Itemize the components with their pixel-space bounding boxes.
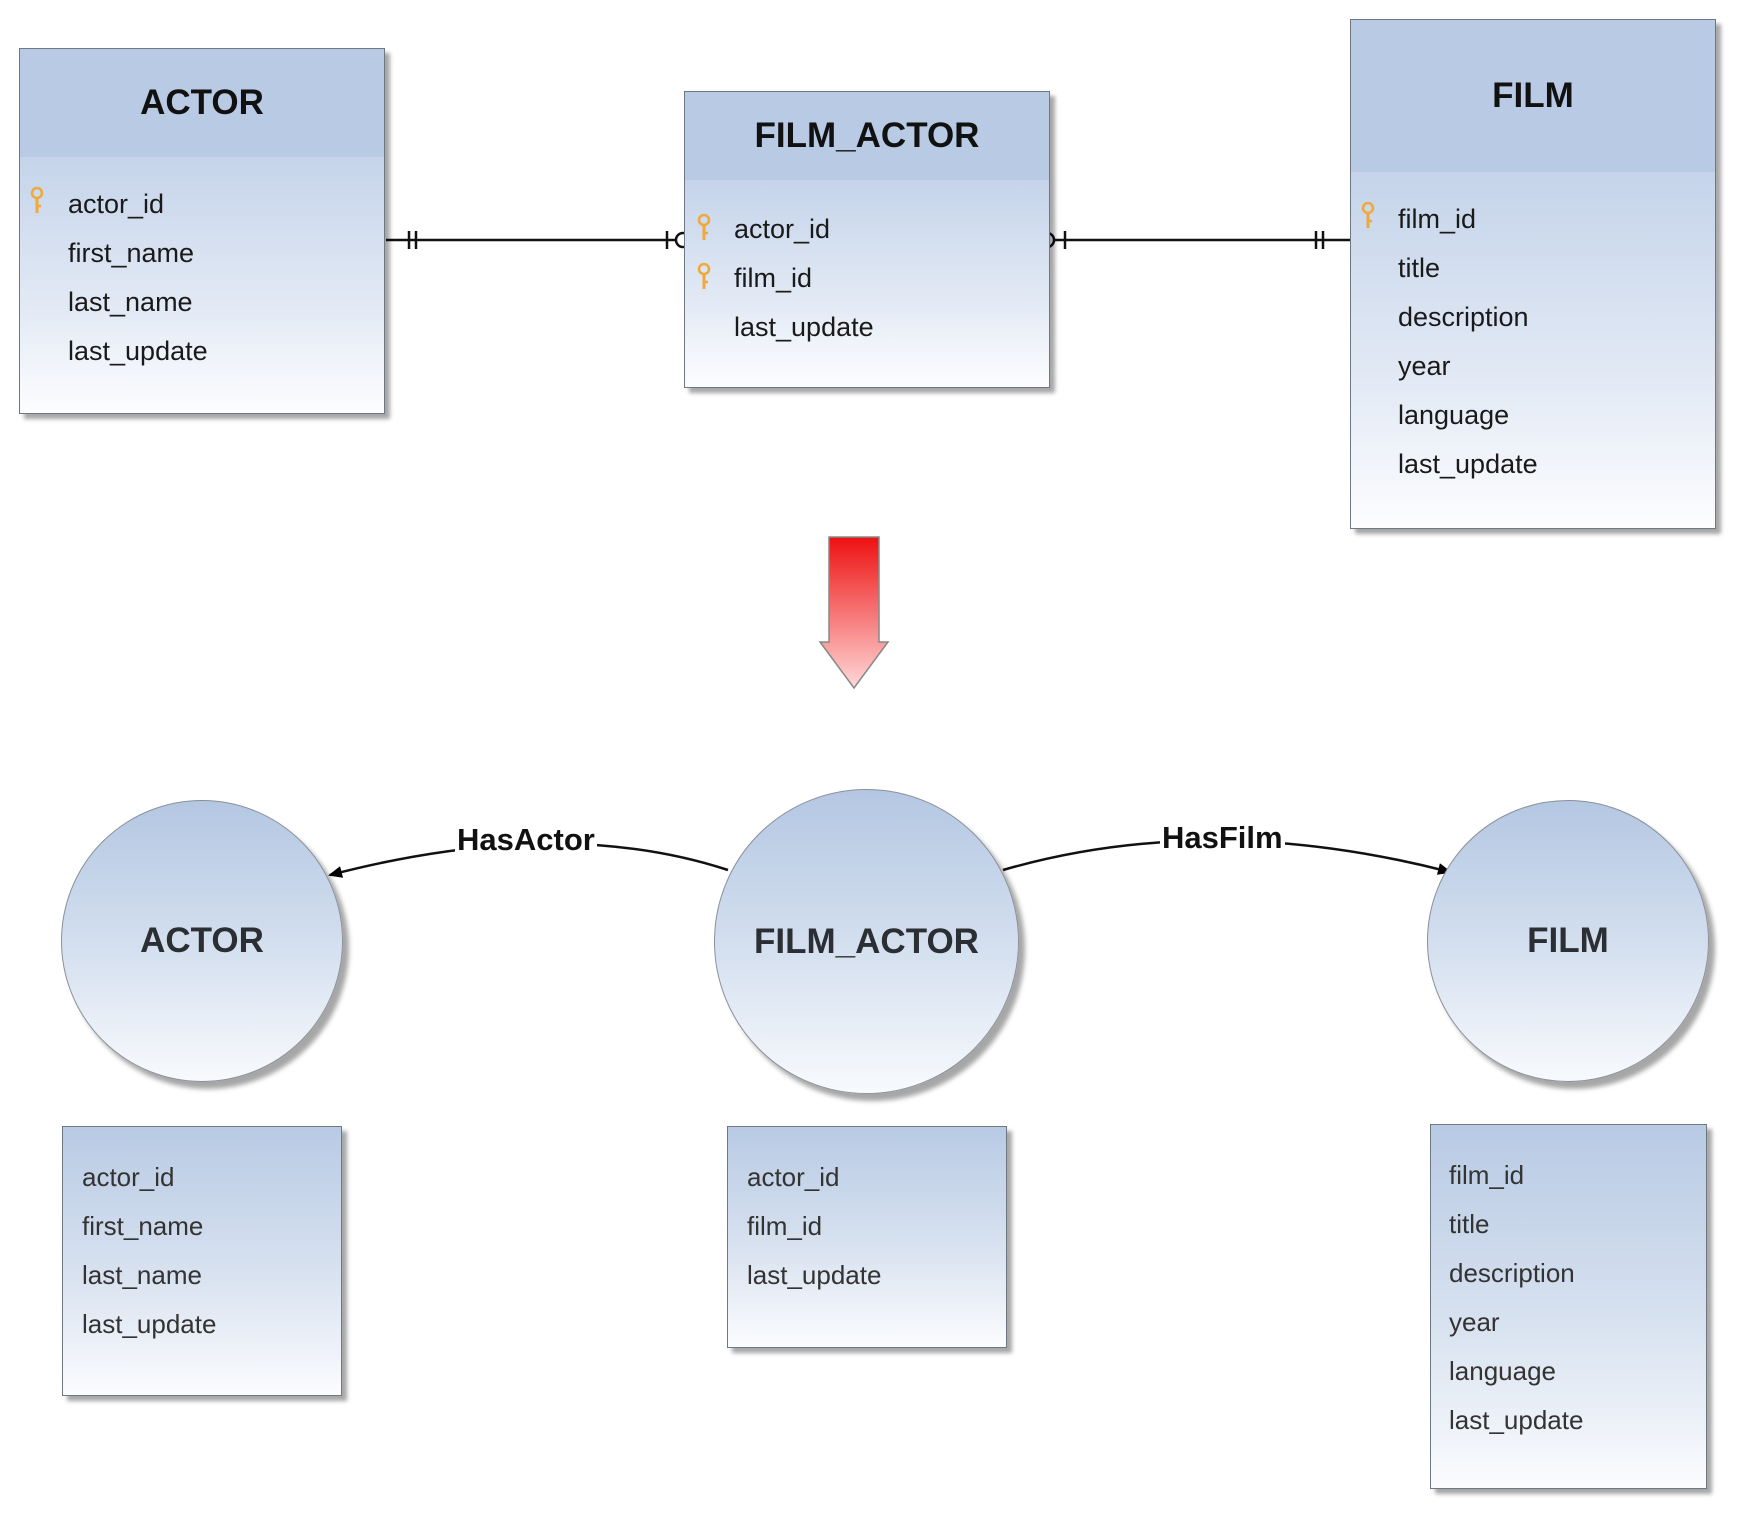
edge-label-has-actor: HasActor bbox=[455, 822, 597, 858]
field-actor-id: actor_id bbox=[68, 189, 165, 219]
table-actor: ACTOR actor_id first_name last_name last… bbox=[19, 48, 385, 414]
key-icon bbox=[697, 263, 711, 289]
edge-label-has-film: HasFilm bbox=[1160, 820, 1285, 856]
property-language: language bbox=[1449, 1356, 1556, 1386]
field-film-id: film_id bbox=[1398, 204, 1477, 234]
table-film-title: FILM bbox=[1351, 20, 1715, 173]
node-actor-label: ACTOR bbox=[140, 921, 264, 960]
relationship-film-actor-film bbox=[1038, 231, 1350, 249]
field-first-name: first_name bbox=[68, 238, 195, 268]
property-actor-id: actor_id bbox=[82, 1162, 175, 1192]
node-film-label: FILM bbox=[1527, 921, 1609, 960]
field-last-name: last_name bbox=[68, 287, 193, 317]
key-icon bbox=[1361, 202, 1375, 228]
property-last-update: last_update bbox=[1449, 1405, 1584, 1435]
field-description: description bbox=[1398, 302, 1529, 332]
properties-film: film_id title description year language … bbox=[1430, 1124, 1707, 1489]
table-film-actor-title: FILM_ACTOR bbox=[685, 92, 1049, 181]
relationship-actor-film-actor bbox=[386, 231, 692, 249]
node-film: FILM bbox=[1427, 800, 1709, 1082]
node-actor: ACTOR bbox=[61, 800, 343, 1082]
property-description: description bbox=[1449, 1258, 1575, 1288]
field-last-update: last_update bbox=[734, 312, 874, 342]
property-film-id: film_id bbox=[1449, 1160, 1525, 1190]
key-icon bbox=[30, 187, 44, 213]
table-film-actor: FILM_ACTOR actor_id film_id last_update bbox=[684, 91, 1050, 388]
field-language: language bbox=[1398, 400, 1510, 430]
property-last-update: last_update bbox=[82, 1309, 217, 1339]
property-year: year bbox=[1449, 1307, 1500, 1337]
field-year: year bbox=[1398, 351, 1451, 381]
field-title: title bbox=[1398, 253, 1441, 283]
key-icon bbox=[697, 214, 711, 240]
table-film: FILM film_id title description year lang… bbox=[1350, 19, 1716, 529]
property-first-name: first_name bbox=[82, 1211, 204, 1241]
field-last-update: last_update bbox=[1398, 449, 1538, 479]
down-arrow-icon bbox=[818, 536, 890, 690]
property-last-update: last_update bbox=[747, 1260, 882, 1290]
field-last-update: last_update bbox=[68, 336, 208, 366]
property-title: title bbox=[1449, 1209, 1490, 1239]
property-actor-id: actor_id bbox=[747, 1162, 840, 1192]
property-last-name: last_name bbox=[82, 1260, 202, 1290]
table-actor-title: ACTOR bbox=[20, 49, 384, 158]
node-film-actor-label: FILM_ACTOR bbox=[754, 921, 979, 961]
properties-actor: actor_id first_name last_name last_updat… bbox=[62, 1126, 342, 1396]
node-film-actor: FILM_ACTOR bbox=[714, 789, 1019, 1094]
property-film-id: film_id bbox=[747, 1211, 823, 1241]
field-film-id: film_id bbox=[734, 263, 813, 293]
properties-film-actor: actor_id film_id last_update bbox=[727, 1126, 1007, 1348]
field-actor-id: actor_id bbox=[734, 214, 831, 244]
